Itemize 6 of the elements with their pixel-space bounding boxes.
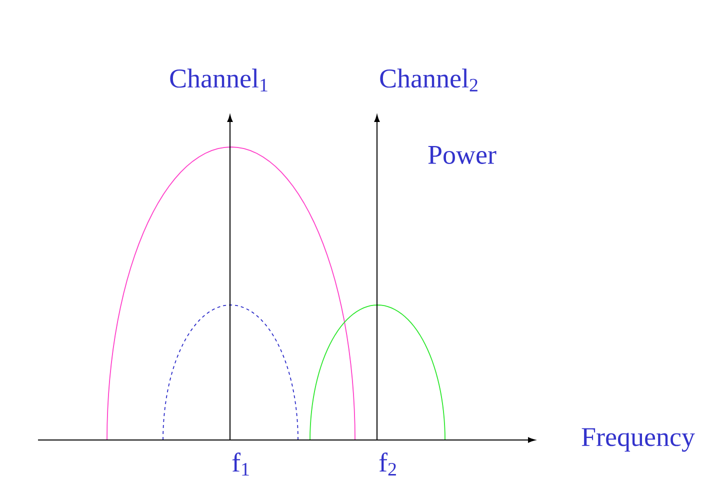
axis-label: Channel$_{1}$ bbox=[170, 68, 268, 92]
axis-label: Frequency bbox=[582, 428, 695, 452]
axis-label: f$_{1}$ bbox=[232, 452, 249, 476]
axis-label: Power bbox=[428, 146, 496, 164]
axis-label: Channel$_{2}$ bbox=[380, 68, 478, 92]
axis-label: f$_{2}$ bbox=[379, 452, 396, 476]
